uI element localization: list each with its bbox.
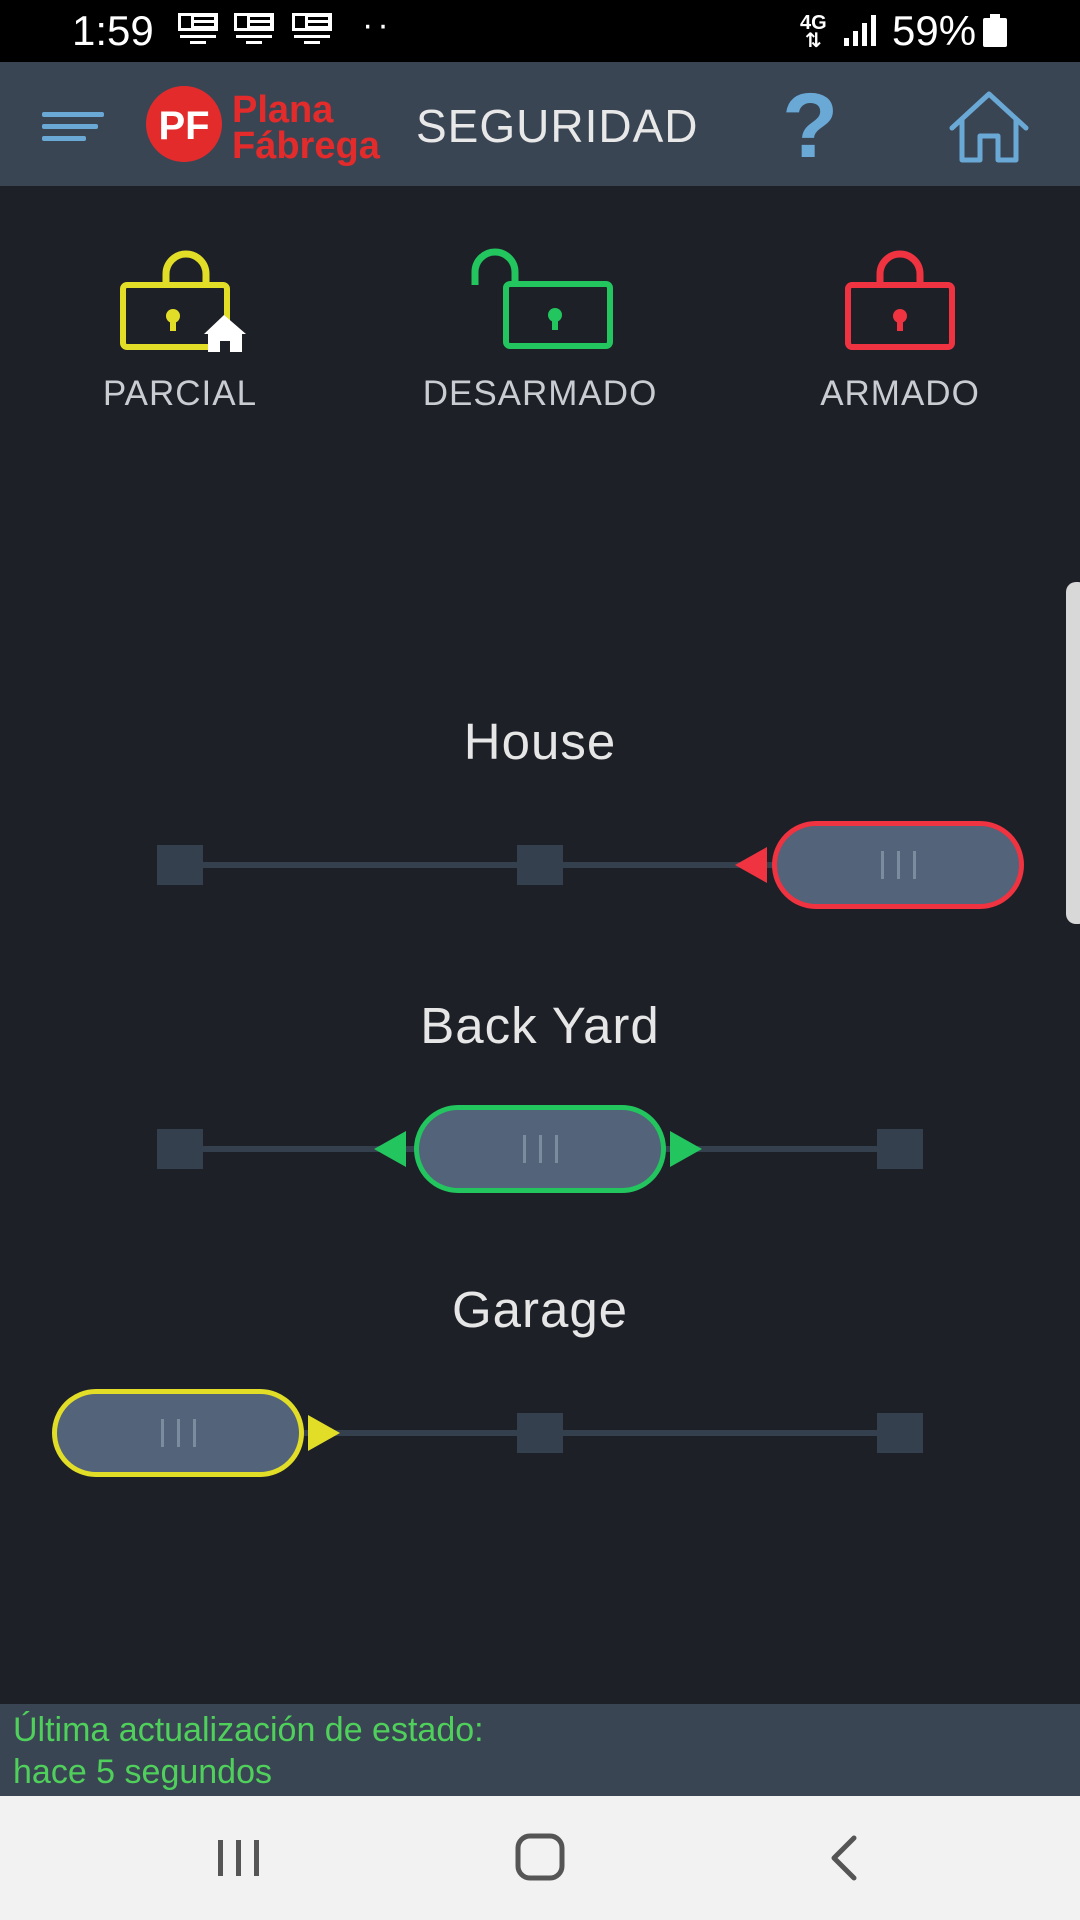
grip-icon [419, 1110, 661, 1188]
last-update-bar: Última actualización de estado: hace 5 s… [0, 1704, 1080, 1796]
scrollbar[interactable] [1066, 582, 1080, 924]
zone-name-back-yard: Back Yard [420, 997, 660, 1054]
mode-label: ARMADO [820, 374, 980, 413]
help-button[interactable]: ? [782, 75, 839, 177]
arrow-left-icon [374, 1131, 406, 1167]
slider-stop-parcial[interactable] [157, 1129, 203, 1169]
slider-stop-parcial[interactable] [157, 845, 203, 885]
svg-text:Fábrega: Fábrega [232, 125, 381, 167]
last-update-value: hace 5 segundos [13, 1753, 272, 1791]
arrow-right-icon [308, 1415, 340, 1451]
data-arrows-icon: ⇅ [804, 30, 822, 52]
mode-armado[interactable]: ARMADO [750, 240, 1050, 420]
network-type: 4G ⇅ [800, 12, 827, 52]
slider-thumb-armado[interactable] [772, 821, 1024, 909]
zone-slider-garage[interactable] [0, 1368, 1080, 1498]
zone-name-garage: Garage [451, 1281, 629, 1338]
mode-label: PARCIAL [102, 374, 258, 413]
app-header: PF Plana Fábrega SEGURIDAD ? [0, 62, 1080, 186]
zone-name-house: House [463, 713, 617, 770]
status-time: 1:59 [72, 7, 154, 54]
slider-stop-armado[interactable] [877, 1413, 923, 1453]
grip-icon [777, 826, 1019, 904]
unlock-icon [471, 248, 613, 349]
grip-icon [57, 1394, 299, 1472]
back-icon[interactable] [826, 1834, 862, 1882]
arrow-right-icon [670, 1131, 702, 1167]
slider-stop-desarmado[interactable] [517, 845, 563, 885]
signal-icon [844, 15, 876, 46]
recent-apps-icon[interactable] [212, 1836, 266, 1880]
system-nav-bar [0, 1796, 1080, 1920]
alarm-notification-icon [234, 13, 274, 44]
svg-text:PF: PF [158, 104, 209, 148]
network-type-label: 4G [800, 12, 827, 34]
svg-text:Plana: Plana [232, 89, 334, 131]
slider-stop-armado[interactable] [877, 1129, 923, 1169]
alarm-notification-icon [292, 13, 332, 44]
home-icon[interactable] [948, 88, 1030, 164]
last-update-label: Última actualización de estado: [13, 1711, 484, 1749]
battery-percent: 59% [892, 7, 977, 54]
slider-thumb-parcial[interactable] [52, 1389, 304, 1477]
battery-icon [983, 14, 1007, 47]
arrow-left-icon [735, 847, 767, 883]
status-bar: 1:59 ·· 4G ⇅ 59% [0, 0, 1080, 62]
page-title: SEGURIDAD [416, 100, 699, 152]
slider-stop-desarmado[interactable] [517, 1413, 563, 1453]
alarm-notification-icon [178, 13, 218, 44]
zone-slider-back-yard[interactable] [0, 1084, 1080, 1214]
menu-icon[interactable] [40, 102, 110, 150]
home-circle-icon[interactable] [514, 1832, 566, 1882]
plana-fabrega-logo: PF Plana Fábrega [146, 86, 381, 167]
mode-parcial[interactable]: PARCIAL [30, 240, 330, 420]
mode-desarmado[interactable]: DESARMADO [390, 240, 690, 420]
mode-label: DESARMADO [422, 374, 658, 413]
lock-icon [845, 250, 955, 350]
lock-home-icon [120, 250, 246, 352]
zone-slider-house[interactable] [0, 800, 1080, 930]
status-more-dots: ·· [362, 6, 393, 44]
slider-thumb-desarmado[interactable] [414, 1105, 666, 1193]
